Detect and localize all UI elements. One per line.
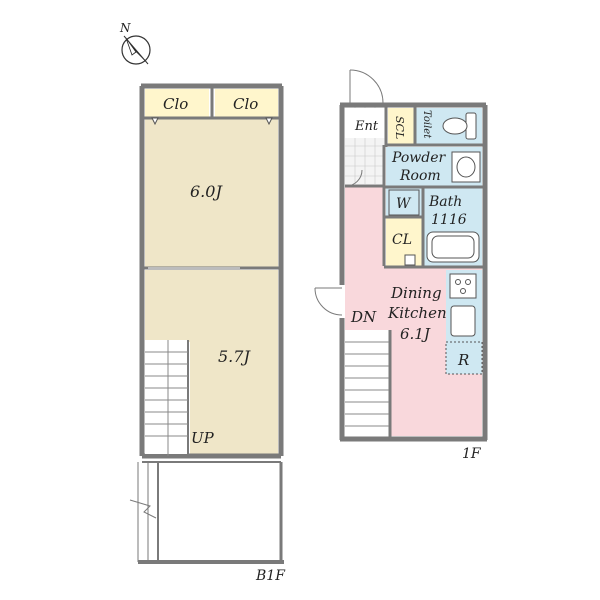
b1f-room-lower-label: 5.7J <box>218 347 251 366</box>
sink-basin-icon <box>456 156 476 178</box>
f1-scl <box>388 108 414 144</box>
f1-bath-label-1: Bath <box>428 194 462 210</box>
f1-scl-label: SCL <box>393 116 406 139</box>
compass-icon: N <box>119 21 151 65</box>
f1-closet-label: CL <box>392 232 412 248</box>
b1f-room-upper-label: 6.0J <box>190 182 223 201</box>
f1-closet <box>386 218 422 266</box>
b1f-closet-right-label: Clo <box>233 95 258 113</box>
f1-stairs <box>345 330 389 436</box>
f1-entrance-label: Ent <box>354 119 379 134</box>
f1-dk-label-3: 6.1J <box>400 325 431 343</box>
compass-north-label: N <box>119 21 131 35</box>
b1f-closet-right <box>215 89 278 117</box>
f1-floor-label: 1F <box>462 446 482 462</box>
f1-floor: Ent SCL Toilet Powder Room W Bath 1116 C… <box>314 69 488 462</box>
f1-dk-label-2: Kitchen <box>387 304 447 322</box>
f1-powder-label-1: Powder <box>391 150 447 166</box>
f1-side-door <box>314 287 343 316</box>
b1f-floor-label: B1F <box>255 568 286 584</box>
b1f-room-upper <box>145 118 278 268</box>
b1f-dry-area <box>129 461 284 564</box>
kitchen-sink-icon <box>450 305 476 337</box>
f1-stairs-label: DN <box>350 308 377 326</box>
f1-entrance-door <box>349 69 384 104</box>
f1-powder-label-2: Room <box>399 168 441 184</box>
f1-washer <box>386 188 422 216</box>
stove-icon <box>449 273 477 299</box>
f1-toilet-label: Toilet <box>421 110 432 139</box>
b1f-closet-left <box>145 89 209 117</box>
b1f-stairs-label: UP <box>191 429 215 447</box>
fridge-icon <box>445 341 483 375</box>
f1-fridge-label: R <box>457 351 469 369</box>
f1-dk-label-1: Dining <box>390 284 442 302</box>
b1f-stairs <box>145 340 189 456</box>
b1f-room-lower <box>190 270 278 456</box>
f1-bath-label-2: 1116 <box>431 212 467 228</box>
toilet-bowl-icon <box>442 117 468 135</box>
b1f-closet-left-label: Clo <box>163 95 188 113</box>
f1-washer-label: W <box>396 196 412 212</box>
b1f-floor: Clo Clo 6.0J 5.7J UP B1F <box>129 83 286 584</box>
